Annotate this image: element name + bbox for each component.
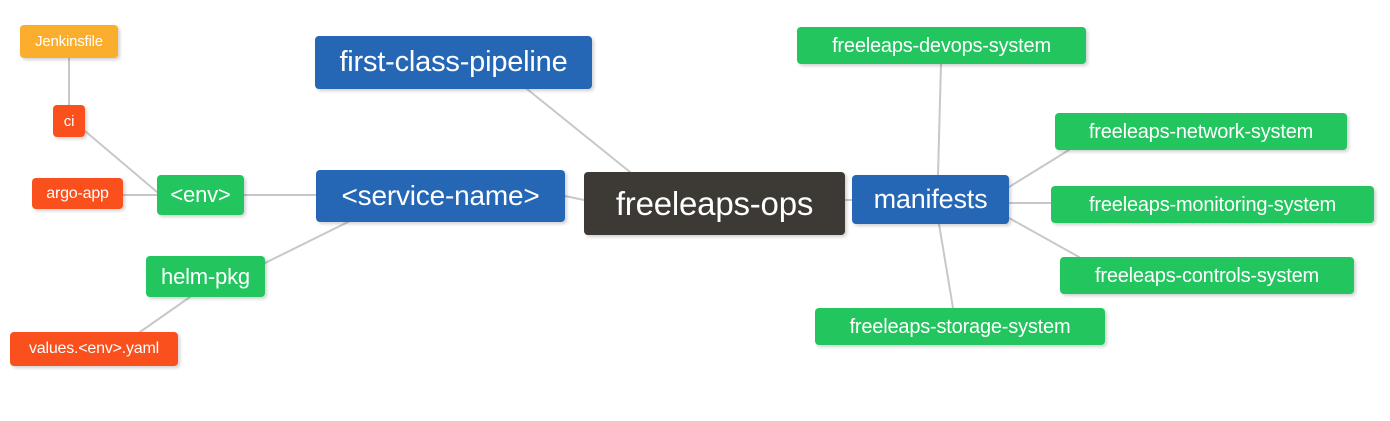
node-ci[interactable]: ci	[53, 105, 85, 137]
edge-helm-pkg-to-service-name	[264, 221, 349, 264]
node-values-yaml[interactable]: values.<env>.yaml	[10, 332, 178, 366]
node-freeleaps-storage-system[interactable]: freeleaps-storage-system	[815, 308, 1105, 345]
node-helm-pkg[interactable]: helm-pkg	[146, 256, 265, 297]
edge-manifests-to-freeleaps-storage-system	[938, 223, 954, 309]
node-env[interactable]: <env>	[157, 175, 244, 215]
edge-manifests-to-freeleaps-devops-system	[937, 63, 942, 176]
node-freeleaps-controls-system[interactable]: freeleaps-controls-system	[1060, 257, 1354, 294]
edge-service-name-to-freeleaps-ops	[564, 195, 585, 201]
edge-values-yaml-to-helm-pkg	[139, 296, 191, 333]
edge-manifests-to-freeleaps-controls-system	[1008, 217, 1080, 258]
node-freeleaps-monitoring-system[interactable]: freeleaps-monitoring-system	[1051, 186, 1374, 223]
node-manifests[interactable]: manifests	[852, 175, 1009, 224]
node-freeleaps-devops-system[interactable]: freeleaps-devops-system	[797, 27, 1086, 64]
node-freeleaps-network-system[interactable]: freeleaps-network-system	[1055, 113, 1347, 150]
node-argo-app[interactable]: argo-app	[32, 178, 123, 209]
edge-manifests-to-freeleaps-network-system	[1008, 149, 1070, 188]
node-service-name[interactable]: <service-name>	[316, 170, 565, 222]
node-freeleaps-ops[interactable]: freeleaps-ops	[584, 172, 845, 235]
node-jenkinsfile[interactable]: Jenkinsfile	[20, 25, 118, 58]
node-first-class-pipeline[interactable]: first-class-pipeline	[315, 36, 592, 89]
edge-first-class-pipeline-to-freeleaps-ops	[526, 88, 631, 173]
